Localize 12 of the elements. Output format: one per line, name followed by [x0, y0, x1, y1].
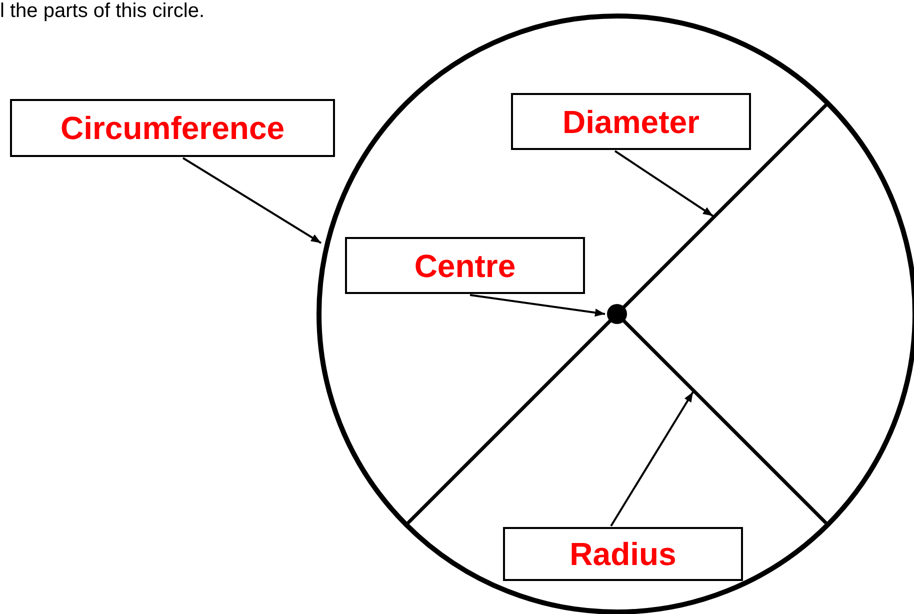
circle-outline — [316, 14, 914, 614]
label-text: Diameter — [562, 106, 700, 138]
label-text: Radius — [570, 538, 676, 570]
label-text: Circumference — [60, 112, 285, 144]
label-box — [10, 99, 335, 157]
leader-line — [470, 294, 606, 317]
leader-line — [610, 391, 694, 527]
leader-line — [614, 150, 714, 217]
instruction-text: l the parts of this circle. — [0, 0, 205, 24]
label-text: Centre — [414, 250, 516, 282]
diameter-line — [406, 102, 830, 526]
leader-line — [182, 157, 322, 244]
